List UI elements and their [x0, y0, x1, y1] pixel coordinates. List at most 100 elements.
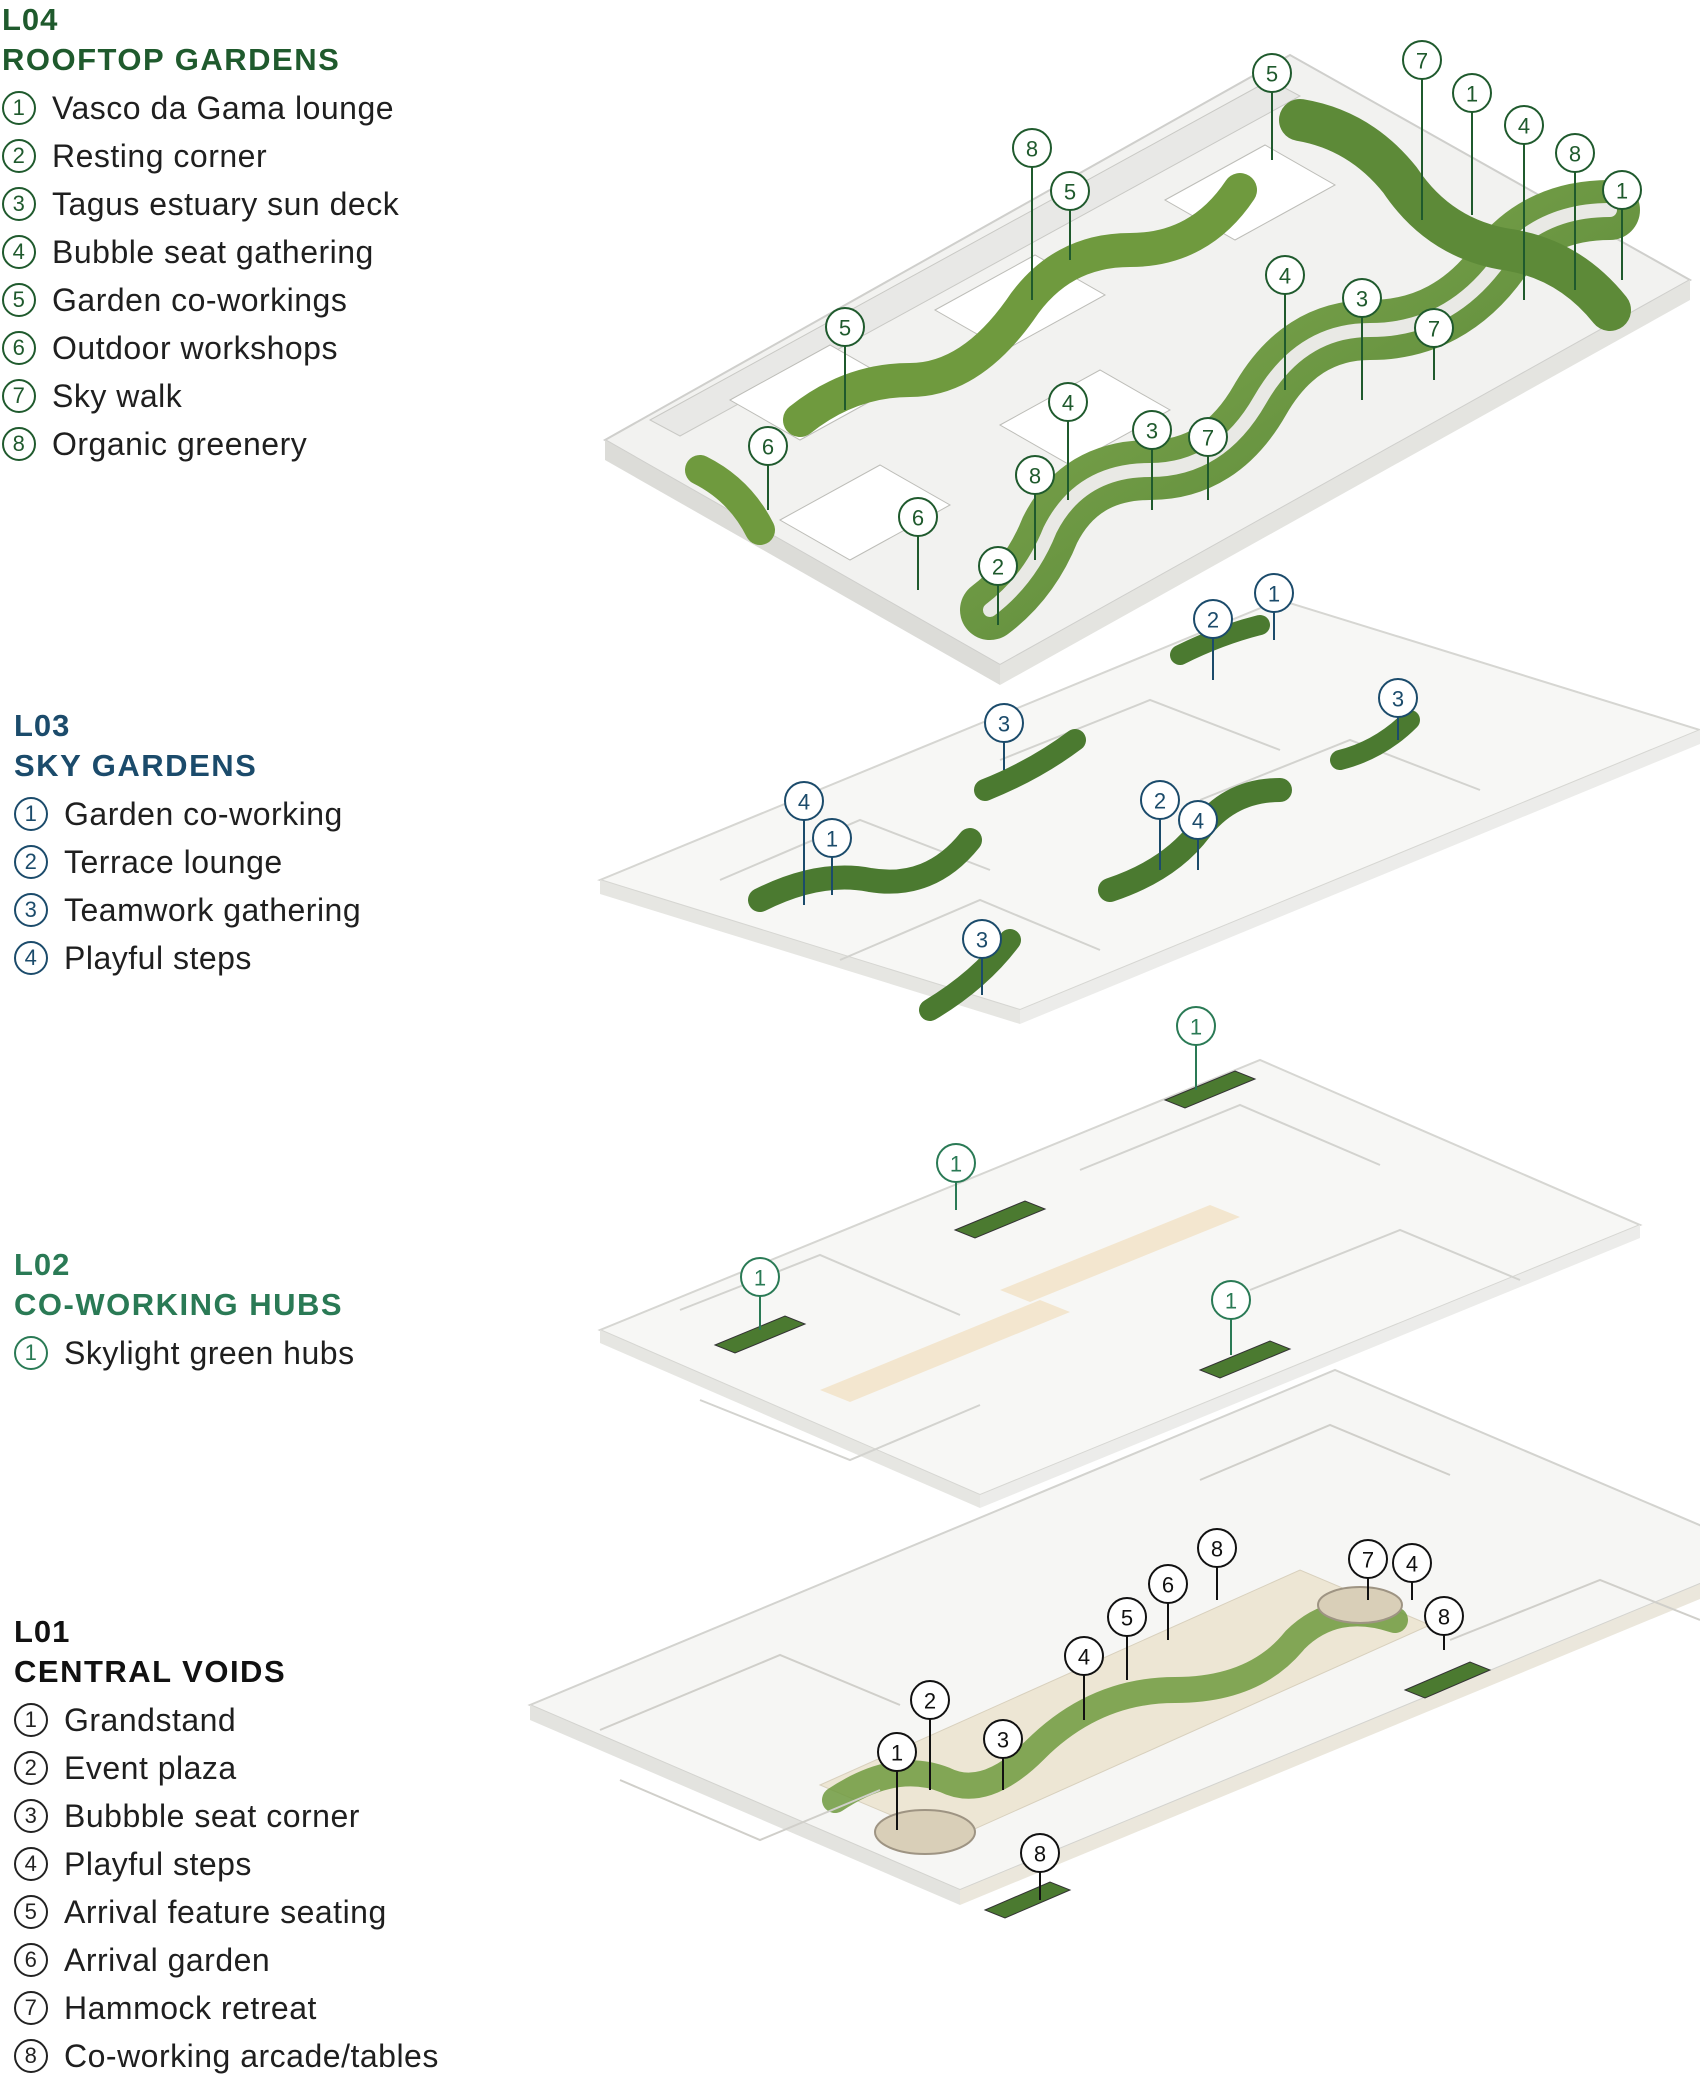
number-badge: 1	[14, 1336, 48, 1370]
marker-circle	[910, 1680, 950, 1720]
marker-number: 6	[1162, 1573, 1174, 1598]
marker-circle	[740, 1257, 780, 1297]
number-badge: 4	[14, 1847, 48, 1881]
marker-number: 3	[997, 1728, 1009, 1753]
marker-number: 2	[924, 1689, 936, 1714]
marker-circle	[1020, 1833, 1060, 1873]
legend-label: Bubbble seat corner	[64, 1797, 360, 1834]
marker-number: 7	[1428, 317, 1440, 342]
marker-l01: 4	[1392, 1543, 1432, 1600]
number-badge: 6	[2, 331, 36, 365]
marker-circle	[978, 546, 1018, 586]
marker-l04: 5	[1050, 171, 1090, 260]
marker-l03: 3	[1378, 678, 1418, 740]
marker-number: 4	[1078, 1645, 1090, 1670]
marker-number: 7	[1416, 49, 1428, 74]
marker-l02: 1	[740, 1257, 780, 1330]
marker-number: 1	[891, 1741, 903, 1766]
level-title: CO-WORKING HUBS	[14, 1287, 344, 1322]
marker-number: 2	[992, 555, 1004, 580]
marker-circle	[877, 1732, 917, 1772]
marker-circle	[1148, 1564, 1188, 1604]
marker-number: 4	[1406, 1552, 1418, 1577]
marker-circle	[784, 781, 824, 821]
marker-number: 7	[1362, 1548, 1374, 1573]
level-l04-slab	[602, 53, 1693, 685]
marker-circle	[1555, 133, 1595, 173]
legend-label: Garden co-working	[64, 795, 343, 832]
marker-l04: 7	[1402, 40, 1442, 220]
number-badge: 7	[14, 1991, 48, 2025]
marker-l03: 3	[962, 919, 1002, 995]
marker-number: 1	[1268, 582, 1280, 607]
marker-circle	[983, 1719, 1023, 1759]
marker-l01: 2	[910, 1680, 950, 1790]
legend-label: Terrace lounge	[64, 843, 283, 880]
marker-l01: 1	[877, 1732, 917, 1830]
number-badge: 6	[14, 1943, 48, 1977]
marker-circle	[1348, 1539, 1388, 1579]
marker-circle	[1178, 800, 1218, 840]
marker-number: 3	[998, 712, 1010, 737]
marker-l04: 4	[1048, 382, 1088, 500]
level-code: L01	[14, 1614, 71, 1649]
marker-circle	[1252, 53, 1292, 93]
legend-label: Resting corner	[52, 137, 268, 174]
marker-number: 1	[1466, 82, 1478, 107]
legend-label: Bubble seat gathering	[52, 233, 374, 270]
marker-l01: 7	[1348, 1539, 1388, 1600]
marker-l04: 2	[978, 546, 1018, 625]
marker-circle	[1414, 308, 1454, 348]
number-badge: 4	[14, 941, 48, 975]
marker-circle	[1602, 170, 1642, 210]
marker-number: 3	[1146, 419, 1158, 444]
marker-circle	[812, 818, 852, 858]
number-badge: 1	[14, 1703, 48, 1737]
legend-label: Teamwork gathering	[64, 891, 362, 928]
marker-number: 2	[1207, 608, 1219, 633]
marker-circle	[1064, 1636, 1104, 1676]
level-title: ROOFTOP GARDENS	[2, 42, 341, 77]
marker-number: 1	[1190, 1015, 1202, 1040]
marker-l04: 8	[1015, 455, 1055, 560]
marker-number: 6	[912, 506, 924, 531]
marker-circle	[1378, 678, 1418, 718]
marker-l01: 5	[1107, 1597, 1147, 1680]
marker-number: 8	[1034, 1842, 1046, 1867]
marker-l04: 8	[1012, 128, 1052, 300]
number-badge: 5	[2, 283, 36, 317]
marker-circle	[1265, 255, 1305, 295]
marker-l01: 8	[1020, 1833, 1060, 1900]
marker-l04: 5	[1252, 53, 1292, 160]
marker-circle	[936, 1143, 976, 1183]
marker-l04: 4	[1265, 255, 1305, 390]
level-title: SKY GARDENS	[14, 748, 258, 783]
marker-circle	[1197, 1528, 1237, 1568]
marker-l01: 4	[1064, 1636, 1104, 1720]
number-badge: 2	[2, 139, 36, 173]
legend-label: Organic greenery	[52, 425, 308, 462]
marker-number: 1	[826, 827, 838, 852]
number-badge: 8	[14, 2039, 48, 2073]
marker-circle	[1176, 1006, 1216, 1046]
marker-l04: 6	[898, 497, 938, 590]
marker-number: 8	[1569, 142, 1581, 167]
